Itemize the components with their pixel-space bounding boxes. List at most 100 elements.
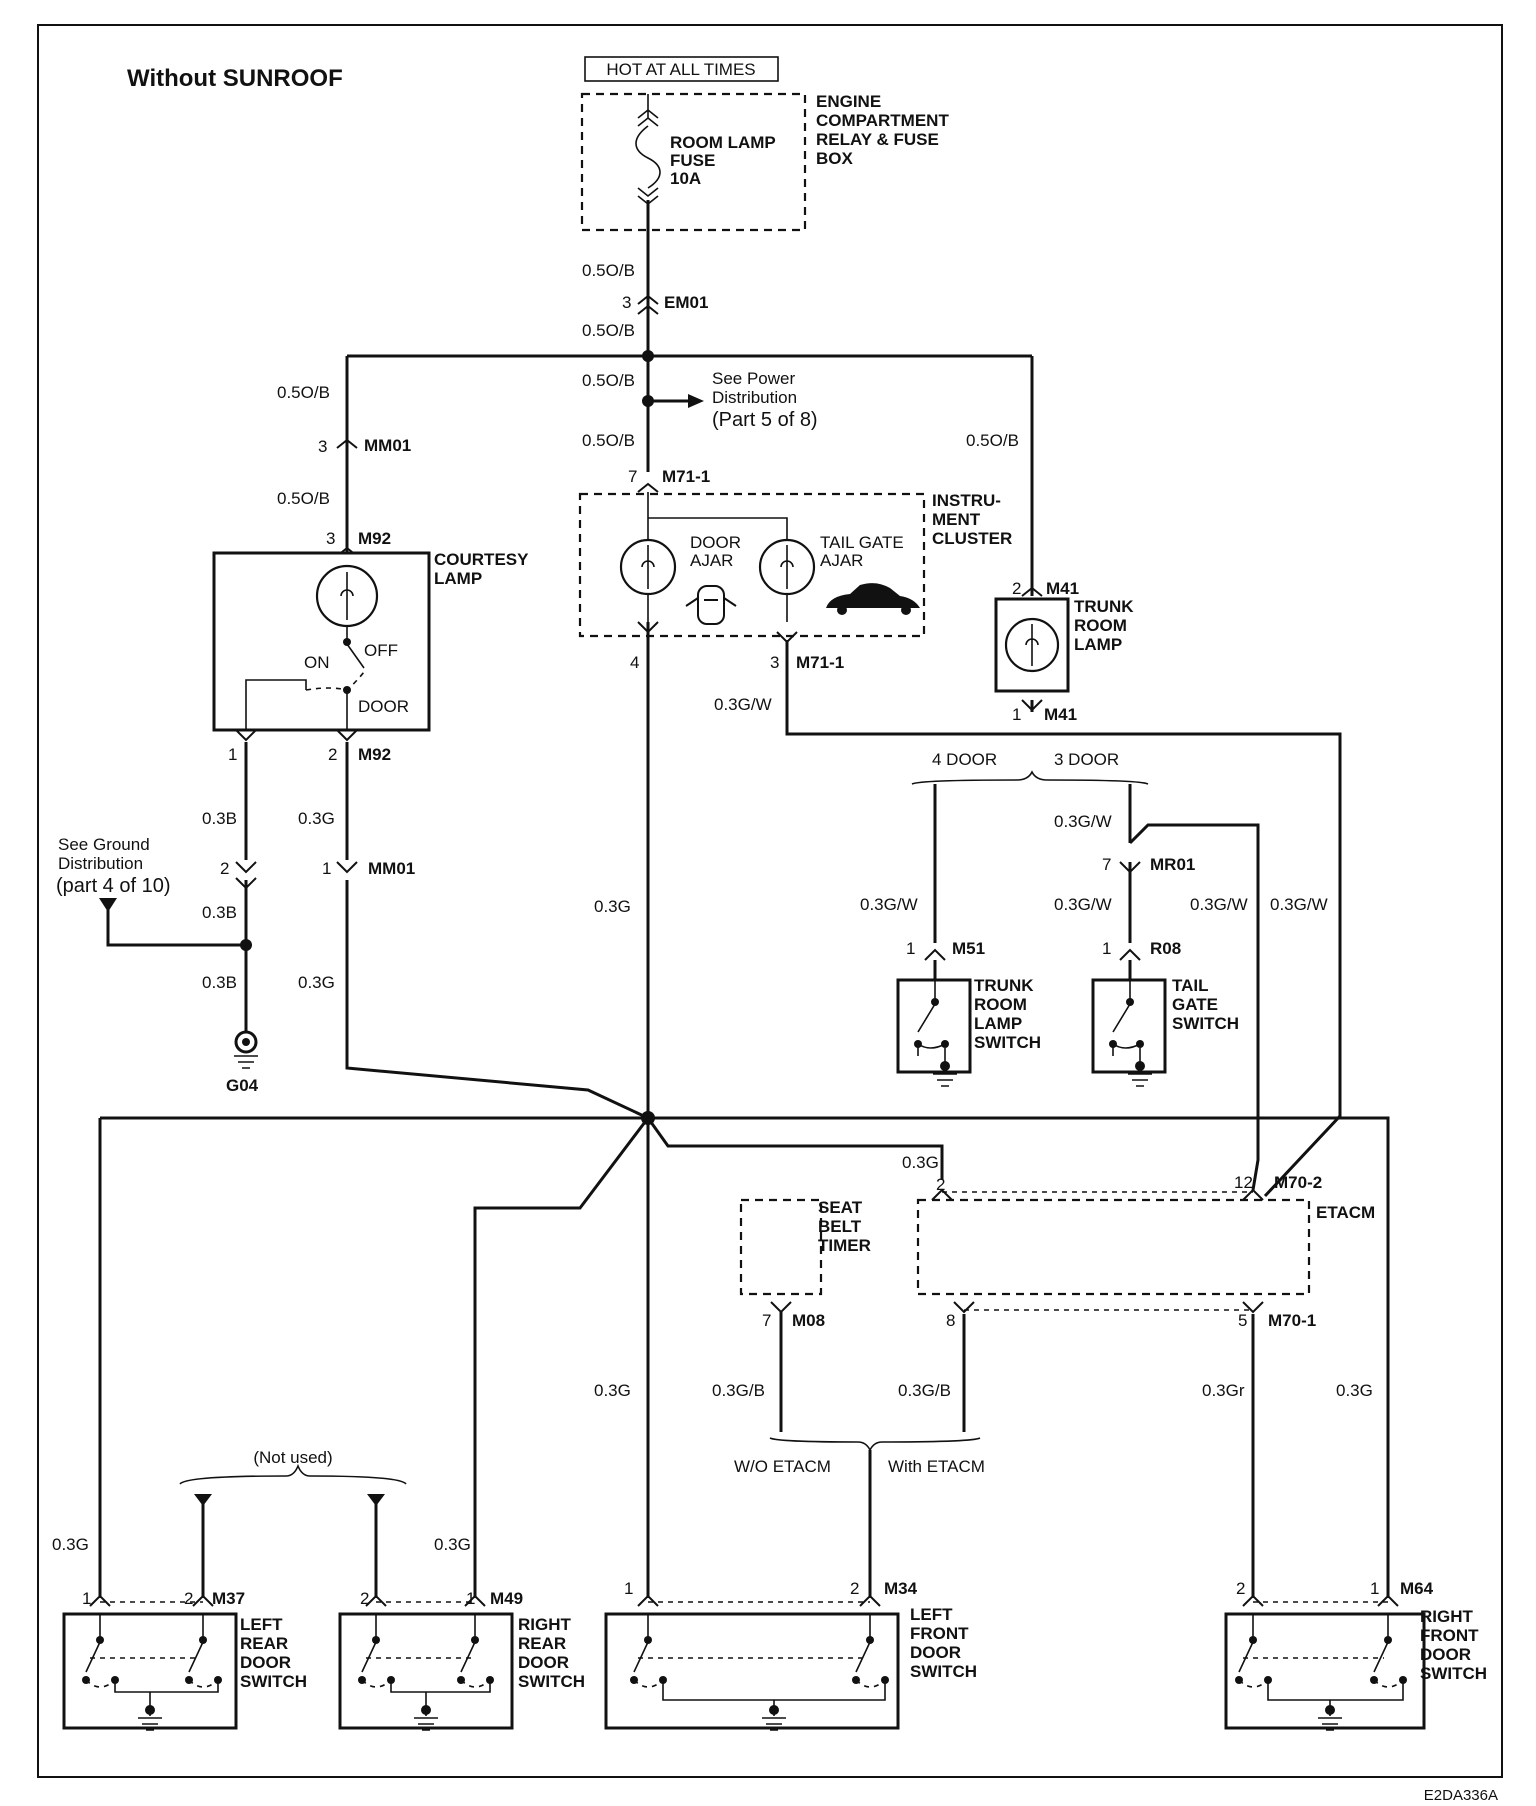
connector-label: M41 [1044,705,1077,724]
connector-glyphs [89,294,1399,1607]
figure-code: E2DA336A [1424,1787,1498,1804]
connector-label: M71-1 [796,653,844,672]
connector-label: M70-1 [1268,1311,1316,1330]
connector-label: M41 [1046,579,1079,598]
tailgate-ajar-car-icon [826,583,920,615]
switch-off-label: OFF [364,641,398,660]
tail-gate-switch-label-1: TAIL [1172,976,1209,995]
wire-label: 0.3G [298,973,335,992]
not-used-terminal-left [194,1494,212,1506]
wire-label: 0.3G [298,809,335,828]
trunk-room-lamp-switch-label-1: TRUNK [974,976,1034,995]
pin-number: 7 [762,1311,771,1330]
wire-label: 0.3B [202,903,237,922]
wire-label: 0.5O/B [582,371,635,390]
connector-label: M70-2 [1274,1173,1322,1192]
wire-label: 0.3G/W [714,695,772,714]
left-front-door-switch-label-3: DOOR [910,1643,961,1662]
engine-relay-fuse-box [580,92,807,232]
trunk-room-lamp-label-2: ROOM [1074,616,1127,635]
trunk-room-lamp-switch-label-4: SWITCH [974,1033,1041,1052]
four-door-label: 4 DOOR [932,750,997,769]
connector-label: M08 [792,1311,825,1330]
wire-label: 0.3G [1336,1381,1373,1400]
not-used-label: (Not used) [253,1448,332,1467]
pin-number: 1 [228,745,237,764]
etacm-label: ETACM [1316,1203,1375,1222]
three-door-label: 3 DOOR [1054,750,1119,769]
right-front-door-switch-box [1224,1601,1426,1731]
wire-label: 0.3G/W [1054,895,1112,914]
wire-label: 0.3B [202,809,237,828]
see-power-arrow [688,394,704,408]
wire-label: 0.3G/B [898,1381,951,1400]
pin-number: 3 [770,653,779,672]
pin-number: 2 [360,1589,369,1608]
connector-label: MR01 [1150,855,1195,874]
pin-number: 1 [1012,705,1021,724]
tail-gate-switch-label-3: SWITCH [1172,1014,1239,1033]
see-ground-label-1: See Ground [58,835,150,854]
instrument-cluster-label-2: MENT [932,510,981,529]
right-front-door-switch-label-1: RIGHT [1420,1607,1474,1626]
wire-label: 0.5O/B [966,431,1019,450]
fuse-symbol [635,94,661,230]
pin-number: 4 [630,653,639,672]
trunk-room-lamp-switch-label-3: LAMP [974,1014,1022,1033]
connector-label: M92 [358,529,391,548]
tailgate-ajar-label-2: AJAR [820,551,863,570]
connector-label: MM01 [368,859,415,878]
left-rear-door-switch-label-1: LEFT [240,1615,283,1634]
wire-label: 0.3Gr [1202,1381,1245,1400]
right-rear-door-switch-box [338,1601,514,1731]
connector-label: M64 [1400,1579,1434,1598]
see-power-label-1: See Power [712,369,795,388]
see-power-label-2: Distribution [712,388,797,407]
wo-etacm-label: W/O ETACM [734,1457,831,1476]
wire-label: 0.3G/W [1190,895,1248,914]
instrument-cluster-box [578,492,926,638]
diagram-frame [37,24,1503,1778]
pin-number: 3 [622,293,631,312]
instrument-cluster-label-1: INSTRU- [932,491,1001,510]
wire-label: 0.5O/B [582,321,635,340]
connector-label: M49 [490,1589,523,1608]
hot-at-all-times-label: HOT AT ALL TIMES [606,60,755,79]
fuse-label-line-3: 10A [670,169,701,188]
trunk-room-lamp-label-3: LAMP [1074,635,1122,654]
seat-belt-timer-label-1: SEAT [818,1198,863,1217]
pin-number: 1 [466,1589,475,1608]
connector-label: M92 [358,745,391,764]
pin-number: 2 [328,745,337,764]
door-ajar-label-1: DOOR [690,533,741,552]
left-front-door-switch-box [604,1601,900,1731]
left-rear-door-switch-label-3: DOOR [240,1653,291,1672]
wire-label: 0.3G/W [1270,895,1328,914]
with-etacm-label: With ETACM [888,1457,985,1476]
hot-at-all-times-box [584,56,779,82]
tailgate-ajar-label-1: TAIL GATE [820,533,904,552]
etacm-box [916,1198,1311,1296]
fuse-label-line-1: ROOM LAMP [670,133,776,152]
pin-number: 2 [1236,1579,1245,1598]
pin-number: 1 [624,1579,633,1598]
fuse-label-line-2: FUSE [670,151,715,170]
switch-door-label: DOOR [358,697,409,716]
diagram-title: Without SUNROOF [127,65,343,92]
connector-label: M71-1 [662,467,710,486]
engine-box-label-3: RELAY & FUSE [816,130,939,149]
wire-label: 0.5O/B [277,383,330,402]
pin-number: 1 [1102,939,1111,958]
pin-number: 7 [1102,855,1111,874]
wire-label: 0.3G/B [712,1381,765,1400]
wire-label: 0.3G [594,1381,631,1400]
connector-label: M51 [952,939,985,958]
left-rear-door-switch-label-4: SWITCH [240,1672,307,1691]
see-power-label-3: (Part 5 of 8) [712,409,818,431]
seat-belt-timer-label-3: TIMER [818,1236,871,1255]
right-rear-door-switch-label-2: REAR [518,1634,566,1653]
ground-g04-icon [234,1030,258,1069]
right-rear-door-switch-label-1: RIGHT [518,1615,572,1634]
connector-label: M37 [212,1589,245,1608]
left-rear-door-switch-label-2: REAR [240,1634,288,1653]
